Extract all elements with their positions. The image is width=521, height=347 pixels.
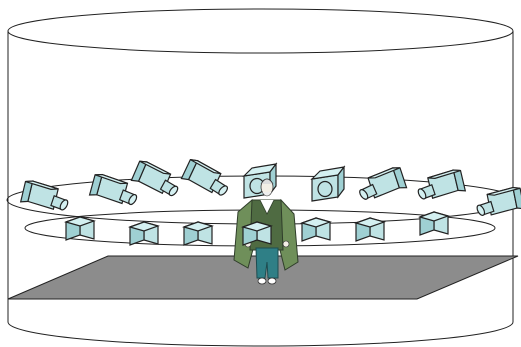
camera-icon [183,221,213,246]
camera-icon [129,221,159,246]
cylinder-enclosure [7,8,514,347]
cylinder-top-rim [7,8,514,54]
camera-icon [354,159,413,213]
camera-icon [301,217,331,242]
camera-icon [311,166,345,202]
camera-icon [83,165,142,218]
camera-icon [176,151,234,208]
camera-icon [355,217,385,242]
camera-icon [65,216,95,241]
camera-icon [413,161,472,213]
camera-icon [472,178,521,230]
camera-icon [419,211,449,236]
